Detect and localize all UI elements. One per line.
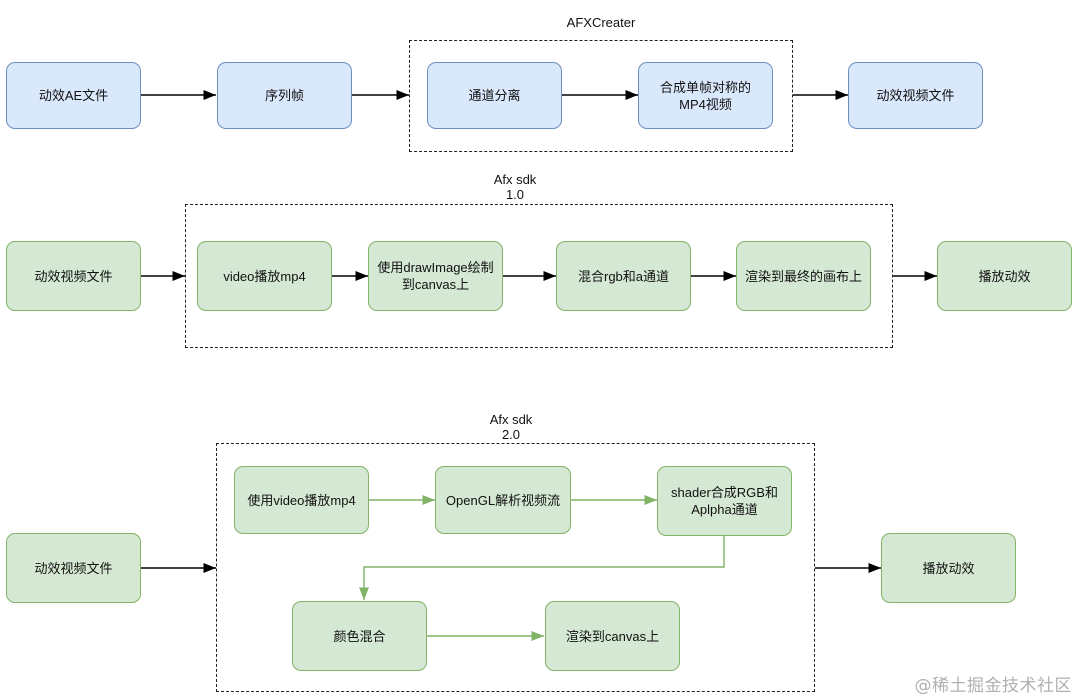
- watermark-text: @稀土掘金技术社区: [914, 676, 1072, 696]
- node-ae-file[interactable]: 动效AE文件: [6, 62, 141, 129]
- node-shader-compose[interactable]: shader合成RGB和Aplpha通道: [657, 466, 792, 536]
- afxcreater-group: [409, 40, 793, 152]
- afx-sdk-2-group-label: Afx sdk 2.0: [489, 412, 533, 442]
- arrow-shader-to-color-mix: [358, 536, 725, 600]
- node-render-canvas[interactable]: 渲染到canvas上: [545, 601, 680, 671]
- node-render-final-canvas[interactable]: 渲染到最终的画布上: [736, 241, 871, 311]
- afx-sdk-1-group: [185, 204, 893, 348]
- afx-sdk-2-group: [216, 443, 815, 692]
- node-color-mix[interactable]: 颜色混合: [292, 601, 427, 671]
- afxcreater-group-label: AFXCreater: [566, 15, 636, 30]
- node-video-file-sdk1[interactable]: 动效视频文件: [6, 241, 141, 311]
- node-drawimage-canvas[interactable]: 使用drawImage绘制到canvas上: [368, 241, 503, 311]
- node-video-file-sdk2[interactable]: 动效视频文件: [6, 533, 141, 603]
- node-play-effect-sdk2[interactable]: 播放动效: [881, 533, 1016, 603]
- node-video-play-mp4[interactable]: video播放mp4: [197, 241, 332, 311]
- node-video-play-mp4-sdk2[interactable]: 使用video播放mp4: [234, 466, 369, 534]
- node-channel-split[interactable]: 通道分离: [427, 62, 562, 129]
- node-compose-mp4[interactable]: 合成单帧对称的MP4视频: [638, 62, 773, 129]
- node-effect-video-file[interactable]: 动效视频文件: [848, 62, 983, 129]
- node-play-effect-sdk1[interactable]: 播放动效: [937, 241, 1072, 311]
- node-sequence-frames[interactable]: 序列帧: [217, 62, 352, 129]
- afx-sdk-1-group-label: Afx sdk 1.0: [493, 172, 537, 202]
- node-mix-rgb-alpha[interactable]: 混合rgb和a通道: [556, 241, 691, 311]
- node-opengl-parse[interactable]: OpenGL解析视频流: [435, 466, 571, 534]
